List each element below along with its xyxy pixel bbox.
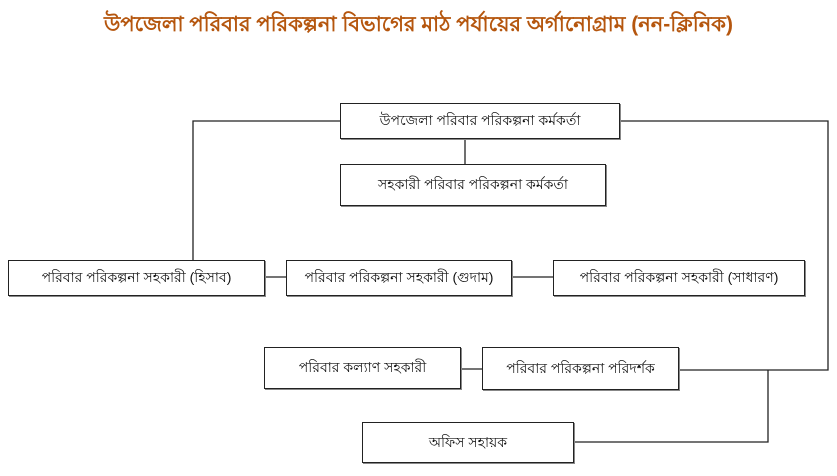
node-family-welfare-assistant: পরিবার কল্যাণ সহকারী	[264, 347, 461, 389]
node-fp-assistant-store: পরিবার পরিকল্পনা সহকারী (গুদাম)	[286, 260, 512, 296]
connector-to-office-assistant	[574, 370, 769, 443]
node-office-assistant: অফিস সহায়ক	[362, 422, 574, 463]
chart-title: উপজেলা পরিবার পরিকল্পনা বিভাগের মাঠ পর্য…	[104, 13, 733, 36]
connector-top-left	[192, 120, 340, 260]
node-upazila-fp-officer: উপজেলা পরিবার পরিকল্পনা কর্মকর্তা	[340, 103, 620, 139]
node-fp-assistant-accounts: পরিবার পরিকল্পনা সহকারী (হিসাব)	[8, 260, 265, 296]
node-fp-inspector: পরিবার পরিকল্পনা পরিদর্শক	[482, 347, 679, 390]
node-fp-assistant-general: পরিবার পরিকল্পনা সহকারী (সাধারণ)	[553, 260, 805, 296]
node-assistant-fp-officer: সহকারী পরিবার পরিকল্পনা কর্মকর্তা	[340, 164, 606, 206]
connector-top-right	[620, 120, 829, 371]
